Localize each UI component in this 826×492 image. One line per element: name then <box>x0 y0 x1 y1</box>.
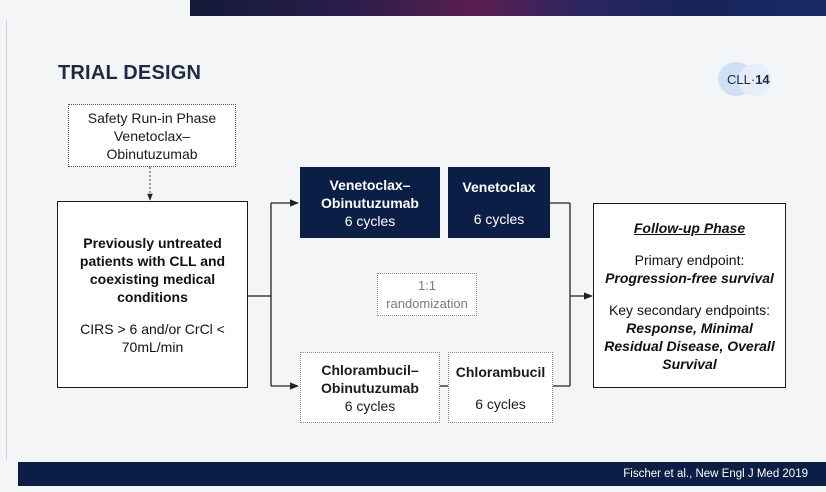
arm-a-combo-line-1: Venetoclax– <box>329 176 411 193</box>
arm-a-mono-line-1: Venetoclax <box>462 178 536 195</box>
safety-run-in-box: Safety Run-in Phase Venetoclax– Obinutuz… <box>68 104 236 167</box>
logo-circle-right <box>738 64 772 96</box>
secondary-endpoints-line-2: Residual Disease, Overall <box>604 337 775 354</box>
left-rule <box>6 20 7 460</box>
population-box: Previously untreated patients with CLL a… <box>57 201 248 388</box>
arm-b-mono-line-1: Chlorambucil <box>455 363 546 380</box>
primary-endpoint-value: Progression-free survival <box>605 269 774 286</box>
arm-b-combo-box: Chlorambucil– Obinutuzumab 6 cycles <box>300 352 440 423</box>
logo-prefix: CLL· <box>727 72 756 87</box>
safety-line-2: Venetoclax– <box>113 127 191 144</box>
logo-number: 14 <box>755 72 770 87</box>
secondary-endpoints-line-1: Response, Minimal <box>626 319 753 336</box>
arm-a-combo-line-2: Obinutuzumab <box>321 194 419 211</box>
randomization-ratio: 1:1 <box>417 277 437 293</box>
citation: Fischer et al., New Engl J Med 2019 <box>623 468 808 480</box>
arm-b-combo-cycles: 6 cycles <box>344 397 396 414</box>
population-line-4: conditions <box>117 288 188 305</box>
population-line-3: coexisting medical <box>89 270 216 287</box>
footer-bar: Fischer et al., New Engl J Med 2019 <box>18 462 826 486</box>
safety-line-3: Obinutuzumab <box>106 145 198 162</box>
secondary-endpoints-line-3: Survival <box>662 355 717 372</box>
population-criteria-1: CIRS > 6 and/or CrCl < <box>80 320 225 337</box>
logo-text: CLL·14 <box>727 72 770 87</box>
randomization-label: randomization <box>386 295 468 311</box>
followup-title: Follow-up Phase <box>633 219 746 236</box>
population-line-1: Previously untreated <box>83 234 222 251</box>
followup-box: Follow-up Phase Primary endpoint: Progre… <box>593 203 786 388</box>
top-banner <box>190 0 826 16</box>
population-criteria-2: 70mL/min <box>121 338 184 355</box>
arm-b-mono-cycles: 6 cycles <box>475 395 526 412</box>
arm-b-mono-box: Chlorambucil 6 cycles <box>448 352 553 423</box>
page-title: TRIAL DESIGN <box>58 62 202 84</box>
randomization-box: 1:1 randomization <box>377 273 477 316</box>
secondary-endpoints-label: Key secondary endpoints: <box>608 301 771 318</box>
arm-b-combo-line-2: Obinutuzumab <box>321 379 419 396</box>
arm-a-mono-cycles: 6 cycles <box>473 210 525 227</box>
arm-a-combo-cycles: 6 cycles <box>344 212 396 229</box>
arm-b-combo-line-1: Chlorambucil– <box>321 361 419 378</box>
arm-a-combo-box: Venetoclax– Obinutuzumab 6 cycles <box>300 167 440 238</box>
safety-line-1: Safety Run-in Phase <box>87 109 217 126</box>
arm-a-mono-box: Venetoclax 6 cycles <box>448 167 550 238</box>
population-line-2: patients with CLL and <box>79 252 226 269</box>
primary-endpoint-label: Primary endpoint: <box>634 251 745 268</box>
cll14-logo: CLL·14 <box>718 62 782 98</box>
